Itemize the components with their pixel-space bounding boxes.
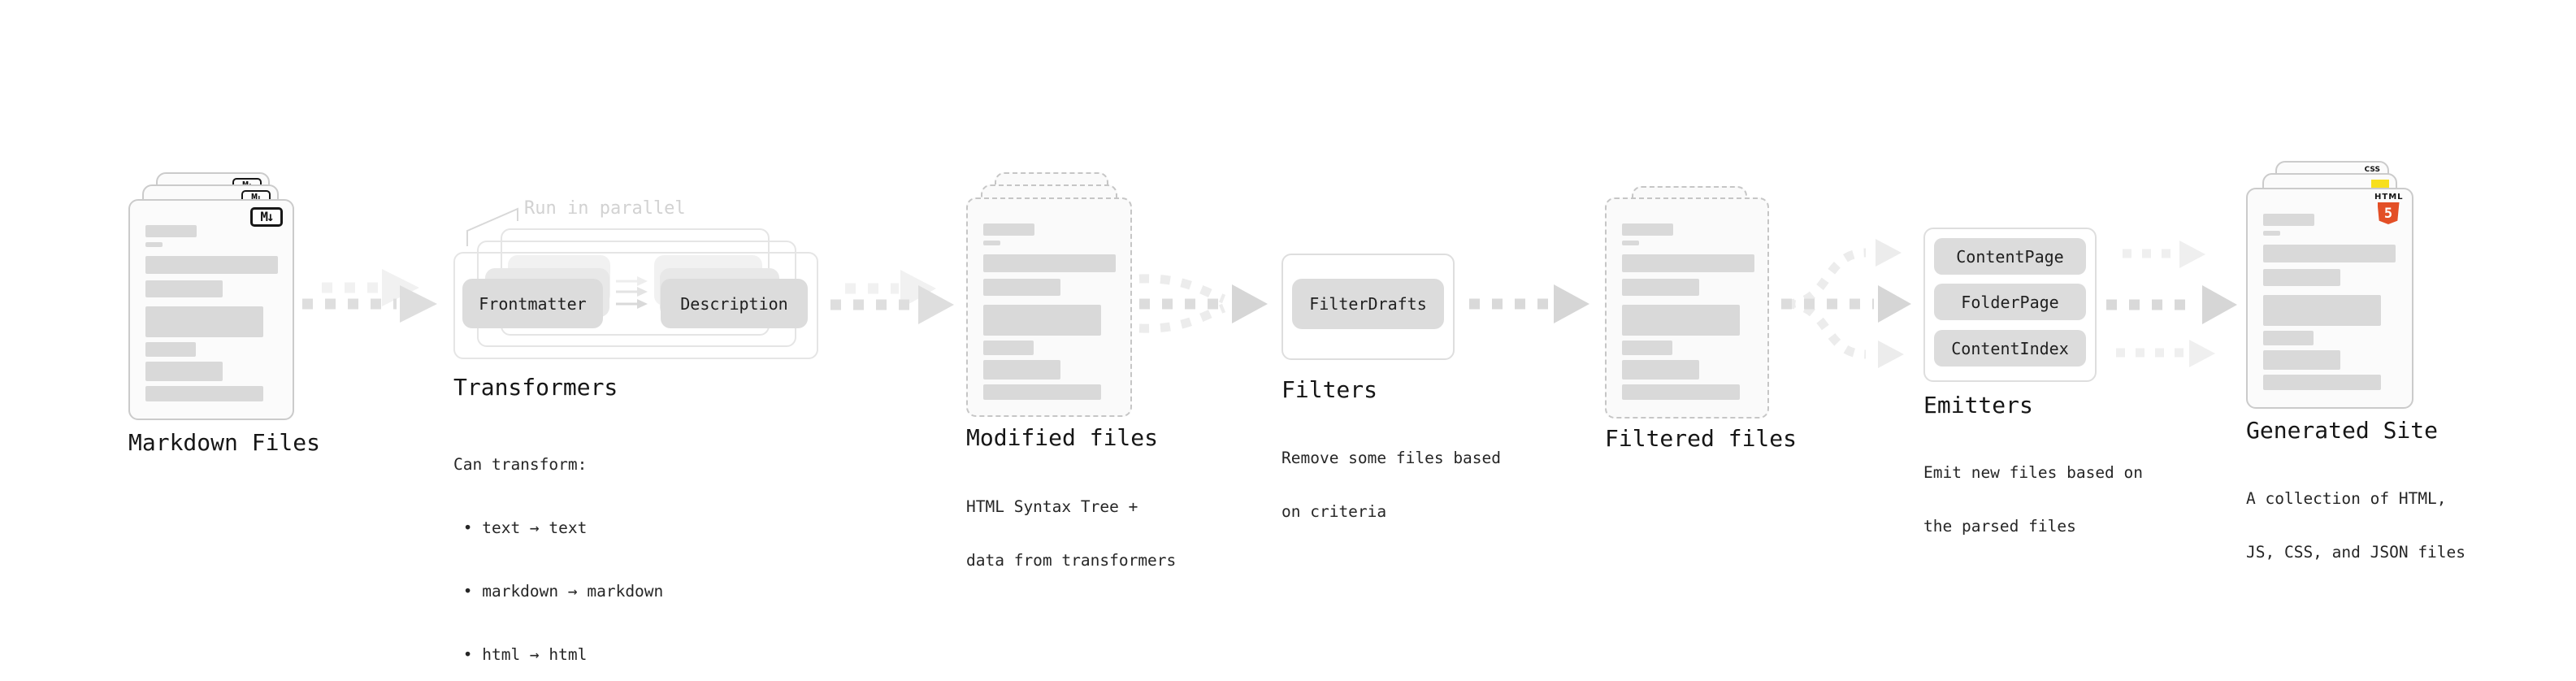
placeholder-bar	[1622, 384, 1740, 400]
generated-site-description: A collection of HTML, JS, CSS, and JSON …	[2246, 454, 2465, 597]
placeholder-bar	[145, 256, 278, 274]
filtered-document-front	[1605, 197, 1769, 419]
arrow-filtered-to-emitters	[1781, 239, 1911, 368]
modified-files-description: HTML Syntax Tree + data from transformer…	[966, 462, 1176, 605]
placeholder-bar	[1622, 340, 1672, 355]
placeholder-bar	[145, 242, 163, 247]
arrow-filters-to-filtered	[1469, 284, 1589, 323]
description-line: • text → text	[453, 518, 588, 537]
generated-site-title: Generated Site	[2246, 417, 2439, 444]
placeholder-bar	[983, 223, 1034, 236]
placeholder-bar	[983, 241, 1000, 245]
modified-files-title: Modified files	[966, 424, 1159, 451]
placeholder-bar	[145, 362, 223, 381]
filterdrafts-box: FilterDrafts	[1292, 279, 1444, 329]
placeholder-bar	[2263, 269, 2340, 286]
placeholder-bar	[983, 305, 1101, 336]
html5-icon: HTML 5	[2374, 193, 2404, 224]
placeholder-bar	[2263, 375, 2381, 390]
javascript-icon	[2371, 180, 2389, 189]
placeholder-bar	[1622, 305, 1740, 336]
arrow-markdown-to-transformers	[302, 269, 437, 323]
markdown-document-front: M↓	[128, 199, 294, 420]
placeholder-bar	[145, 306, 263, 337]
transformers-description: Can transform: • text → text • markdown …	[453, 412, 663, 681]
placeholder-bar	[2263, 350, 2340, 370]
description-line: • html → html	[453, 645, 588, 664]
arrow-emitters-to-generated	[2106, 241, 2237, 367]
placeholder-bar	[145, 386, 263, 401]
modified-document-front	[966, 197, 1132, 417]
contentpage-box: ContentPage	[1934, 238, 2086, 275]
contentindex-box: ContentIndex	[1934, 330, 2086, 367]
description-line: Emit new files based on	[1923, 463, 2144, 482]
arrow-transformers-to-modified	[830, 270, 954, 324]
placeholder-bar	[2263, 295, 2381, 326]
placeholder-bar	[2263, 331, 2314, 345]
placeholder-bar	[2263, 214, 2314, 226]
placeholder-bar	[1622, 254, 1754, 272]
generated-document-front: HTML 5	[2246, 188, 2413, 409]
html5-icon-shield: 5	[2377, 202, 2400, 224]
placeholder-bar	[983, 384, 1101, 400]
html5-icon-word: HTML	[2374, 193, 2404, 202]
markdown-icon: M↓	[250, 207, 283, 227]
description-line: the parsed files	[1923, 517, 2076, 536]
placeholder-bar	[983, 340, 1034, 355]
filters-description: Remove some files based on criteria	[1281, 414, 1501, 557]
placeholder-bar	[983, 254, 1116, 272]
arrow-modified-to-filters	[1138, 274, 1268, 333]
transformer-container-front	[453, 252, 818, 359]
transformers-title: Transformers	[453, 374, 618, 401]
description-line: JS, CSS, and JSON files	[2246, 543, 2466, 562]
description-line: on criteria	[1281, 502, 1387, 521]
filtered-files-title: Filtered files	[1605, 425, 1798, 452]
description-box: Description	[661, 279, 808, 328]
emitters-title: Emitters	[1923, 392, 2033, 419]
placeholder-bar	[145, 342, 196, 357]
placeholder-bar	[2263, 231, 2280, 236]
placeholder-bar	[1622, 279, 1699, 296]
description-line: Remove some files based	[1281, 449, 1502, 467]
placeholder-bar	[983, 279, 1060, 296]
placeholder-bar	[2263, 245, 2396, 262]
filters-title: Filters	[1281, 376, 1378, 403]
description-line: data from transformers	[966, 551, 1177, 570]
run-in-parallel-label: Run in parallel	[524, 198, 686, 219]
placeholder-bar	[1622, 360, 1699, 380]
frontmatter-box: Frontmatter	[462, 279, 603, 328]
arrows-frontmatter-to-description	[616, 276, 648, 309]
emitters-description: Emit new files based on the parsed files	[1923, 428, 2143, 571]
markdown-files-title: Markdown Files	[128, 429, 321, 456]
description-line: • markdown → markdown	[453, 582, 664, 601]
placeholder-bar	[1622, 241, 1639, 245]
description-line: Can transform:	[453, 455, 588, 474]
run-in-parallel-callout-line	[466, 207, 518, 246]
description-line: HTML Syntax Tree +	[966, 497, 1138, 516]
placeholder-bar	[145, 225, 197, 237]
placeholder-bar	[145, 280, 223, 297]
description-line: A collection of HTML,	[2246, 489, 2447, 508]
placeholder-bar	[983, 360, 1060, 380]
folderpage-box: FolderPage	[1934, 284, 2086, 320]
placeholder-bar	[1622, 223, 1673, 236]
